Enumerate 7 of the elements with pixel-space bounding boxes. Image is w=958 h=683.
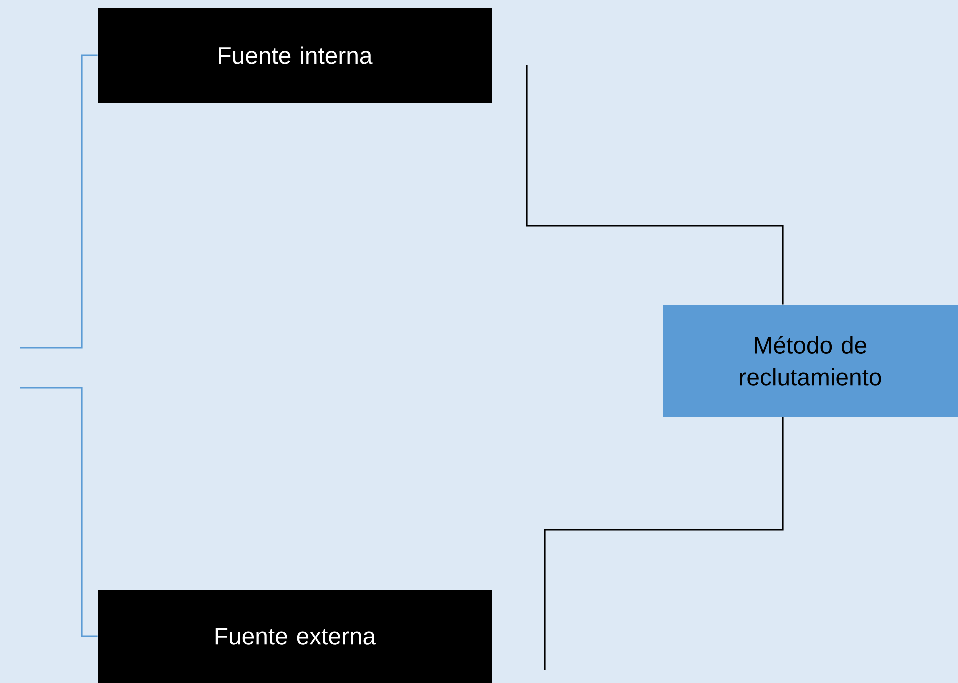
connector-line <box>544 417 784 670</box>
process-box: Método de reclutamiento <box>663 305 958 417</box>
process-box: Fuente externa <box>98 590 492 683</box>
connector-line <box>526 65 784 305</box>
connector-line <box>20 54 98 349</box>
process-box: Fuente interna <box>98 8 492 103</box>
connector-line <box>20 387 98 638</box>
